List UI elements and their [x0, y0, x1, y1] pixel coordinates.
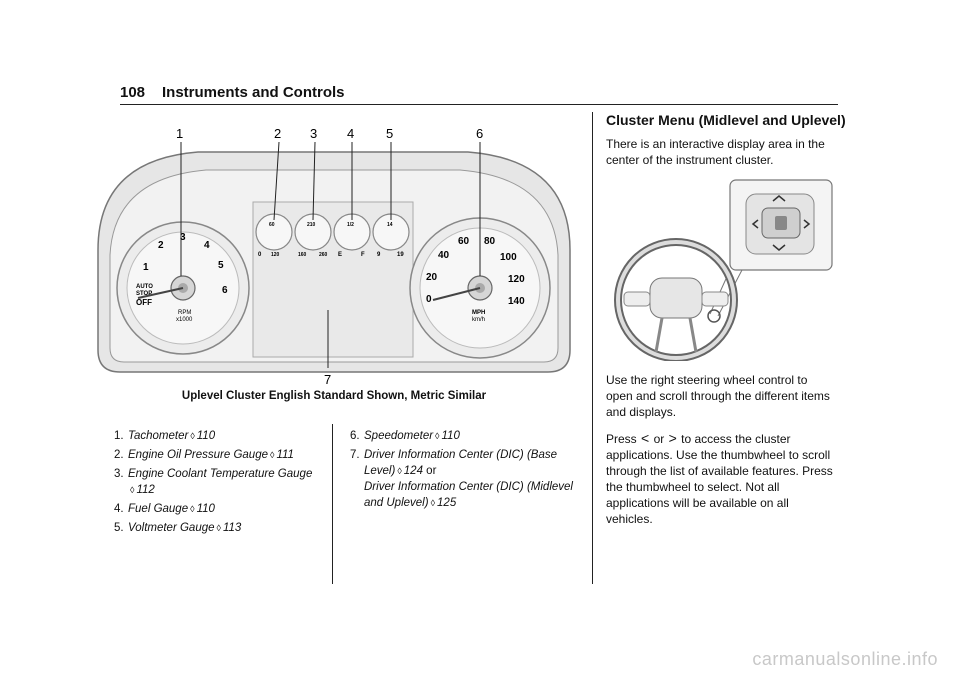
callout-list-left: 1.Tachometer◊110 2.Engine Oil Pressure G… — [114, 428, 324, 539]
chevron-left-icon: < — [641, 430, 650, 446]
figure-caption: Uplevel Cluster English Standard Shown, … — [181, 390, 487, 402]
chevron-right-icon: > — [668, 430, 677, 446]
paragraph: There is an interactive display area in … — [606, 137, 825, 167]
list-item: 2.Engine Oil Pressure Gauge◊111 — [114, 449, 294, 461]
tach-tick: 2 — [158, 240, 164, 251]
svg-text:1/2: 1/2 — [347, 222, 354, 228]
callout-lines — [180, 141, 481, 368]
instrument-cluster-illustration: 1 2 3 4 5 6 AUTO STOP OFF RPM x1000 0 20… — [97, 126, 571, 387]
speedo-tick: 100 — [500, 252, 517, 263]
callout-5: 5 — [386, 126, 393, 141]
paragraph: Use the right steering wheel control to … — [606, 373, 830, 419]
tach-tick: 4 — [204, 240, 210, 251]
speedo-tick: 0 — [426, 294, 432, 305]
speedo-tick: 120 — [508, 274, 525, 285]
header-rule — [120, 104, 838, 105]
callout-list-right: 6.Speedometer◊110 7. Driver Information … — [350, 428, 575, 514]
kmh-label: km/h — [472, 317, 485, 323]
list-item: 3.Engine Coolant Temperature Gauge ◊112 — [114, 468, 313, 496]
callout-1: 1 — [176, 126, 183, 141]
speedo-tick: 140 — [508, 296, 525, 307]
speedo-tick: 40 — [438, 250, 450, 261]
list-item: 7. Driver Information Center (DIC) (Base… — [350, 449, 573, 509]
auto-stop-label: AUTO — [136, 284, 153, 290]
callout-4: 4 — [347, 126, 354, 141]
svg-text:E: E — [338, 252, 342, 258]
voltmeter-gauge: 14 9 19 — [372, 213, 410, 258]
list-item: 6.Speedometer◊110 — [350, 430, 460, 442]
list-item: 4.Fuel Gauge◊110 — [114, 503, 215, 515]
section-heading: Cluster Menu (Midlevel and Uplevel) — [606, 112, 846, 128]
callout-2: 2 — [274, 126, 281, 141]
paragraph: Press < or > to access the cluster appli… — [606, 430, 833, 526]
column-rule — [592, 112, 593, 584]
auto-stop-label: STOP — [136, 291, 152, 297]
svg-text:60: 60 — [269, 222, 275, 228]
speedometer: 0 20 40 60 80 100 120 140 MPH km/h — [409, 217, 551, 359]
svg-text:0: 0 — [258, 252, 262, 258]
list-item: 1.Tachometer◊110 — [114, 430, 216, 442]
svg-text:160: 160 — [298, 252, 307, 258]
tach-tick: 1 — [143, 262, 149, 273]
svg-text:120: 120 — [271, 252, 280, 258]
svg-text:F: F — [361, 252, 365, 258]
svg-text:14: 14 — [387, 222, 393, 228]
tach-tick: 5 — [218, 260, 224, 271]
x1000-label: x1000 — [176, 317, 193, 323]
speedo-tick: 80 — [484, 236, 496, 247]
svg-text:19: 19 — [397, 252, 404, 258]
callout-3: 3 — [310, 126, 317, 141]
tach-tick: 6 — [222, 285, 228, 296]
watermark: carmanualsonline.info — [752, 649, 938, 669]
section-title: Instruments and Controls — [162, 84, 345, 101]
tach-off-label: OFF — [136, 298, 152, 307]
tach-tick: 3 — [180, 232, 186, 243]
svg-text:210: 210 — [307, 222, 316, 228]
column-rule — [332, 424, 333, 584]
rpm-label: RPM — [178, 310, 191, 316]
list-item: 5.Voltmeter Gauge◊113 — [114, 522, 242, 534]
tachometer: 1 2 3 4 5 6 AUTO STOP OFF RPM x1000 — [116, 221, 250, 355]
svg-text:260: 260 — [319, 252, 328, 258]
callout-6: 6 — [476, 126, 483, 141]
steering-wheel-illustration — [614, 179, 833, 361]
speedo-tick: 60 — [458, 236, 470, 247]
page-number: 108 — [120, 84, 146, 101]
mph-label: MPH — [472, 310, 485, 316]
fuel-gauge: 1/2 E F — [333, 213, 371, 258]
svg-text:9: 9 — [377, 252, 381, 258]
speedo-tick: 20 — [426, 272, 438, 283]
callout-7: 7 — [324, 372, 331, 387]
